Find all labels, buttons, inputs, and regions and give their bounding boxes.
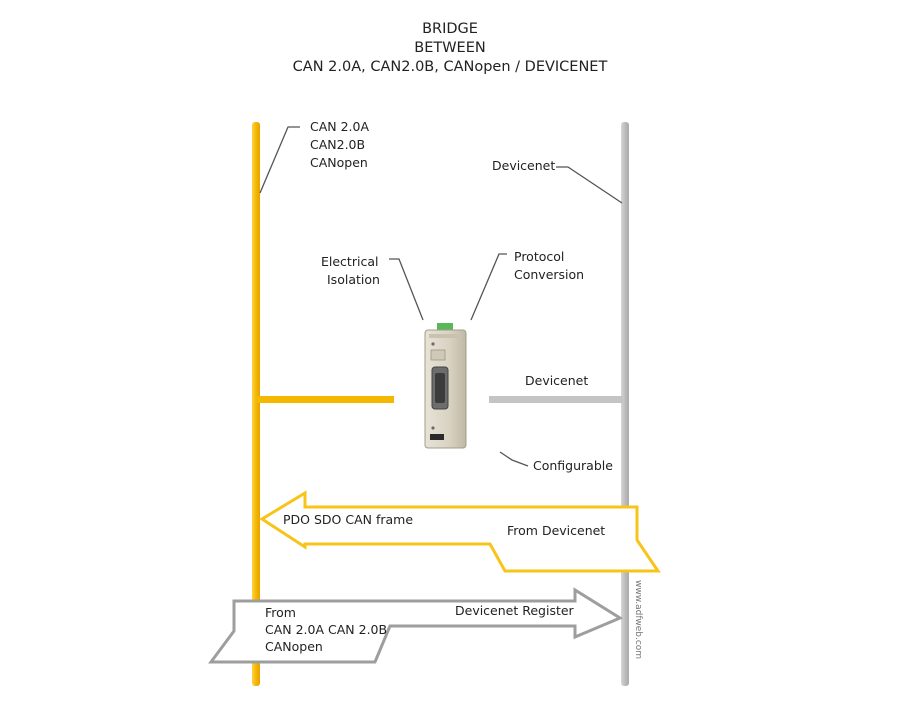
bridge-device xyxy=(424,323,467,449)
can-callout-line xyxy=(259,126,300,194)
can-bus-line xyxy=(252,122,260,686)
devicenet-bus-line xyxy=(621,122,629,686)
configurable-callout-line xyxy=(499,451,529,467)
devicenet-register-label: Devicenet Register xyxy=(455,603,574,618)
configurable-label: Configurable xyxy=(533,458,613,473)
devicenet-branch-line xyxy=(489,396,623,403)
can-bus-label-3: CANopen xyxy=(310,155,368,170)
isolation-callout-line xyxy=(389,258,424,321)
protocol-conversion-label-2: Conversion xyxy=(514,267,585,282)
title-line-1: BRIDGE xyxy=(422,21,478,37)
electrical-isolation-label-2: Isolation xyxy=(327,272,380,287)
from-can-label-2: CAN 2.0A CAN 2.0B xyxy=(265,622,388,637)
can-bus-label-1: CAN 2.0A xyxy=(310,119,370,134)
protocol-callout-line xyxy=(470,253,507,321)
devicenet-callout-line xyxy=(556,166,623,204)
devicenet-bus-label: Devicenet xyxy=(492,158,556,173)
can-bus-label-2: CAN2.0B xyxy=(310,137,366,152)
protocol-conversion-label-1: Protocol xyxy=(514,249,565,264)
to-can-arrow xyxy=(259,490,661,573)
to-devicenet-arrow xyxy=(208,587,624,664)
title-line-2: BETWEEN xyxy=(414,40,486,56)
watermark-text: www.adfweb.com xyxy=(633,580,643,660)
from-can-label-3: CANopen xyxy=(265,639,323,654)
electrical-isolation-label-1: Electrical xyxy=(321,254,379,269)
can-branch-line xyxy=(256,396,394,403)
title-line-3: CAN 2.0A, CAN2.0B, CANopen / DEVICENET xyxy=(292,59,608,75)
from-devicenet-label: From Devicenet xyxy=(507,523,606,538)
pdo-sdo-frame-label: PDO SDO CAN frame xyxy=(283,512,414,527)
from-can-label-1: From xyxy=(265,605,296,620)
devicenet-branch-label: Devicenet xyxy=(525,373,589,388)
